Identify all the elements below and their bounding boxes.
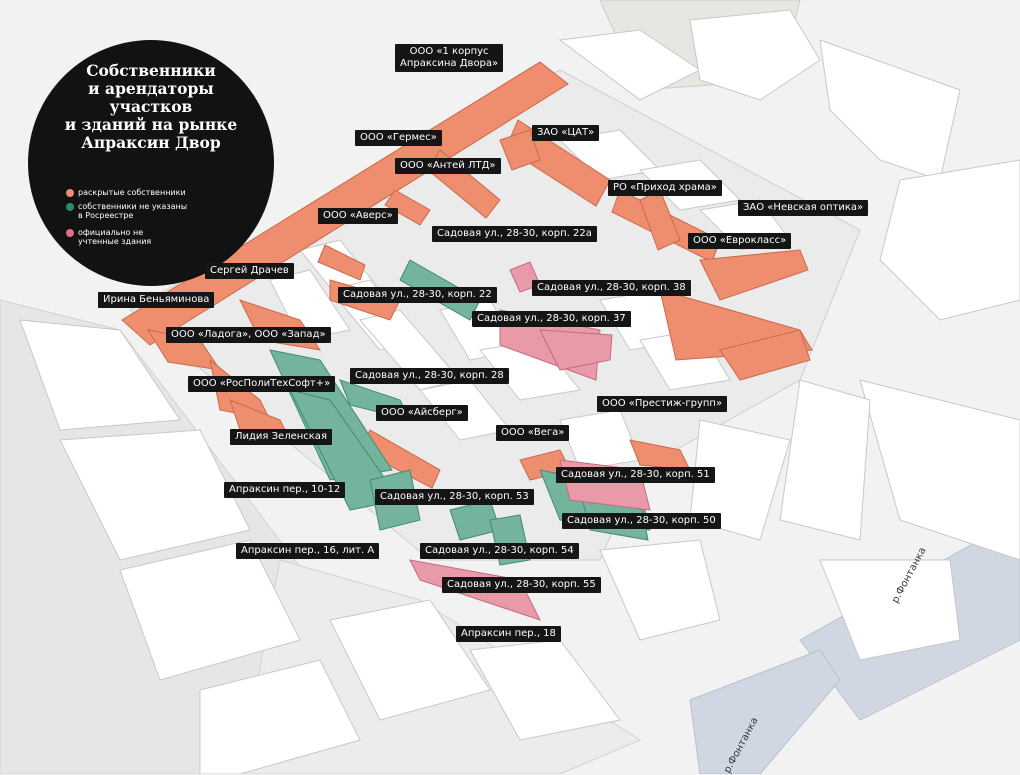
label-avers: ООО «Аверс» [318, 208, 398, 224]
label-k54: Садовая ул., 28-30, корп. 54 [420, 543, 579, 559]
fontanka-river-south [689, 649, 841, 774]
label-germes: ООО «Гермес» [355, 130, 442, 146]
label-rospoli: ООО «РосПолиТехСофт+» [188, 376, 336, 392]
title-line: Апраксин Двор [81, 133, 221, 152]
label-prestizh: ООО «Престиж-групп» [597, 396, 728, 412]
legend-dot [66, 229, 74, 237]
label-k37: Садовая ул., 28-30, корп. 37 [472, 311, 631, 327]
title-line: и арендаторы [88, 79, 214, 98]
label-drachev: Сергей Драчев [205, 263, 294, 279]
legend-item-unlisted: собственники не указаны в Росреестре [66, 202, 188, 220]
label-aisberg: ООО «Айсберг» [376, 405, 468, 421]
label-antei: ООО «Антей ЛТД» [395, 158, 501, 174]
label-per18: Апраксин пер., 18 [456, 626, 561, 642]
title-line: Собственники [86, 61, 216, 80]
label-ladoga: ООО «Ладога», ООО «Запад» [166, 327, 331, 343]
legend-label: собственники не указаны в Росреестре [78, 202, 188, 220]
label-tsat: ЗАО «ЦАТ» [532, 125, 600, 141]
label-k28: Садовая ул., 28-30, корп. 28 [350, 368, 509, 384]
label-nevskaya: ЗАО «Невская оптика» [738, 200, 869, 216]
label-k51: Садовая ул., 28-30, корп. 51 [556, 467, 715, 483]
label-per1012: Апраксин пер., 10-12 [224, 482, 346, 498]
title-line: участков [109, 97, 193, 116]
label-zelenskaya: Лидия Зеленская [230, 429, 332, 445]
label-k53: Садовая ул., 28-30, корп. 53 [375, 489, 534, 505]
label-prikhod: РО «Приход храма» [608, 180, 722, 196]
label-evroklass: ООО «Еврокласс» [688, 233, 792, 249]
title-line: и зданий на рынке [64, 115, 238, 134]
label-k38: Садовая ул., 28-30, корп. 38 [532, 280, 691, 296]
legend-item-unregistered: официально не учтенные здания [66, 228, 178, 246]
legend-item-disclosed: раскрытые собственники [66, 188, 186, 197]
label-k22a: Садовая ул., 28-30, корп. 22а [432, 226, 597, 242]
title-panel [28, 40, 274, 286]
map-title: Собственники и арендаторы участков и зда… [28, 62, 274, 152]
legend-dot [66, 189, 74, 197]
label-k50: Садовая ул., 28-30, корп. 50 [562, 513, 721, 529]
label-benyaminova: Ирина Беньяминова [98, 292, 215, 308]
label-k55: Садовая ул., 28-30, корп. 55 [442, 577, 601, 593]
legend-label: официально не учтенные здания [78, 228, 152, 246]
label-per16: Апраксин пер., 16, лит. А [236, 543, 380, 559]
label-vega: ООО «Вега» [496, 425, 570, 441]
label-k22: Садовая ул., 28-30, корп. 22 [338, 287, 497, 303]
legend-label: раскрытые собственники [78, 188, 186, 197]
white-buildings [19, 9, 1020, 774]
legend-dot [66, 203, 74, 211]
